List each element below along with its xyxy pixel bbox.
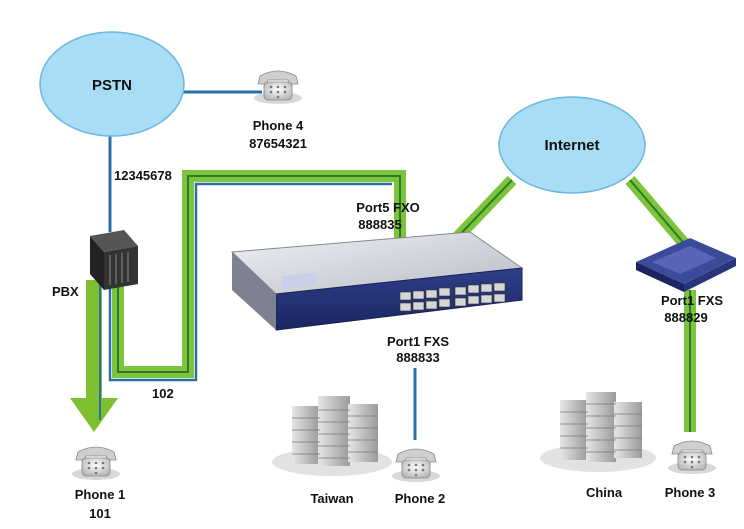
internet-remote-gateway-link	[625, 176, 693, 252]
pbx-ext102-link	[108, 182, 392, 382]
phone2-name: Phone 2	[395, 491, 446, 506]
pbx-device	[90, 230, 138, 290]
pbx-gateway-green-link	[112, 170, 406, 378]
pstn-trunk-number: 12345678	[114, 168, 172, 183]
port5-fxo-number: 888835	[358, 217, 401, 232]
phone3-icon	[668, 440, 716, 474]
phone1-extension: 101	[89, 506, 111, 521]
port5-fxo-name: Port5 FXO	[356, 200, 420, 215]
internet-label: Internet	[544, 137, 599, 154]
main-voip-gateway	[230, 231, 524, 331]
taiwan-label: Taiwan	[310, 491, 353, 506]
port1-main-name: Port1 FXS	[387, 334, 449, 349]
pbx-phone1-arrow	[70, 280, 118, 432]
port1-remote-number: 888829	[664, 310, 707, 325]
remote-voip-gateway	[636, 238, 736, 292]
pbx-label: PBX	[52, 284, 79, 299]
port1-remote-name: Port1 FXS	[661, 293, 723, 308]
phone3-name: Phone 3	[665, 485, 716, 500]
phone4-icon	[254, 70, 302, 104]
port1-main-number: 888833	[396, 350, 439, 365]
taiwan-building-icon	[272, 396, 392, 476]
internet-cloud	[498, 96, 646, 194]
phone4-number: 87654321	[249, 136, 307, 151]
china-label: China	[586, 485, 623, 500]
pstn-label: PSTN	[92, 77, 132, 94]
ext-102-label: 102	[152, 386, 174, 401]
phone1-icon	[72, 446, 120, 480]
china-building-icon	[540, 392, 656, 472]
phone2-icon	[392, 448, 440, 482]
phone4-name: Phone 4	[253, 118, 304, 133]
pstn-cloud	[39, 31, 185, 137]
phone1-name: Phone 1	[75, 487, 126, 502]
